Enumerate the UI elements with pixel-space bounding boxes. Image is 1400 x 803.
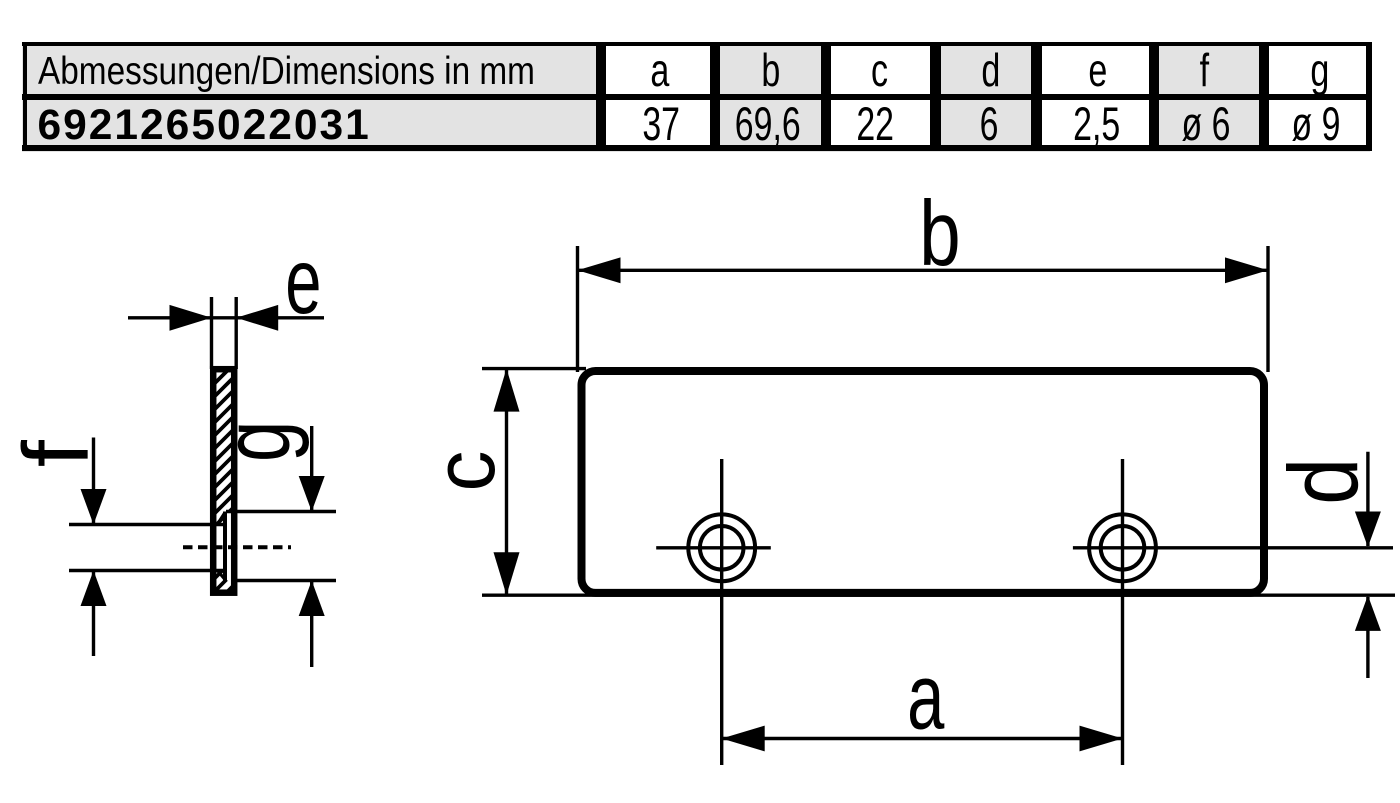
svg-text:c: c (416, 451, 512, 492)
svg-text:g: g (203, 421, 310, 462)
svg-text:f: f (5, 440, 108, 468)
svg-text:d: d (1270, 458, 1379, 505)
svg-text:b: b (919, 181, 960, 285)
svg-text:a: a (907, 646, 945, 749)
svg-text:e: e (285, 230, 321, 334)
